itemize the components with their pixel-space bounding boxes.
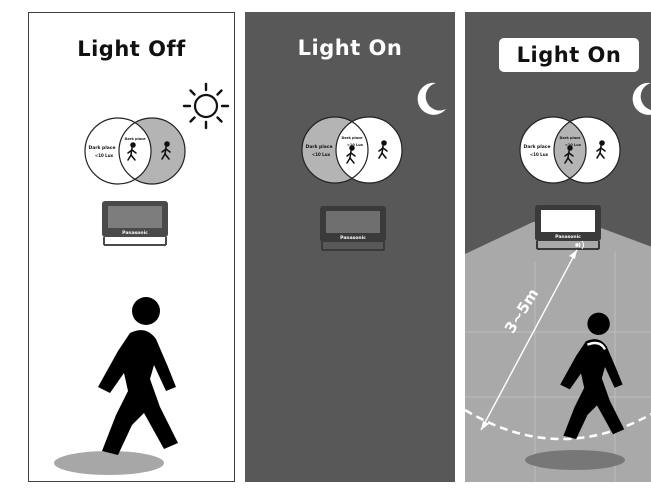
floodlight-fixture: Panasonic	[100, 199, 170, 249]
venn-center-value: <10 Lux	[347, 143, 364, 147]
floodlight-fixture: Panasonic	[318, 204, 388, 254]
moon-icon	[410, 79, 450, 119]
fixture-brand: Panasonic	[340, 235, 366, 241]
fixture-brand: Panasonic	[122, 230, 148, 236]
venn-center-title: Dark place	[341, 136, 363, 140]
venn-left-title: Dark place	[305, 144, 332, 150]
venn-left-value: <10 Lux	[312, 152, 331, 157]
panel-title: Light On	[245, 36, 455, 60]
walking-person-figure	[54, 295, 204, 482]
venn-left-title: Dark place	[88, 145, 115, 151]
panel-title: Light Off	[29, 37, 234, 61]
panel-light-off: Light Off Dark place <10 Lux Dark place …	[28, 12, 235, 482]
venn-center-value: <10 Lux	[565, 143, 582, 147]
panel-title-badge: Light On	[499, 38, 639, 72]
venn-left-value: <10 Lux	[95, 153, 114, 158]
venn-left-title: Dark place	[523, 144, 550, 150]
moon-icon	[625, 79, 651, 119]
walking-person-figure	[525, 302, 645, 472]
fixture-brand: Panasonic	[555, 234, 581, 240]
venn-diagram: Dark place <10 Lux Dark place <10 Lux	[297, 115, 407, 185]
venn-diagram: Dark place <10 Lux Dark place <10 Lux	[515, 115, 625, 185]
venn-center-title: Dark place	[124, 137, 146, 141]
venn-center-title: Dark place	[559, 136, 581, 140]
venn-left-value: <10 Lux	[530, 152, 549, 157]
panel-light-on-active: Light On Dark place <10 Lux Dark place <…	[465, 12, 651, 482]
panel-light-on-idle: Light On Dark place <10 Lux Dark place <…	[245, 12, 455, 482]
venn-diagram: Dark place <10 Lux Dark place	[80, 116, 190, 186]
